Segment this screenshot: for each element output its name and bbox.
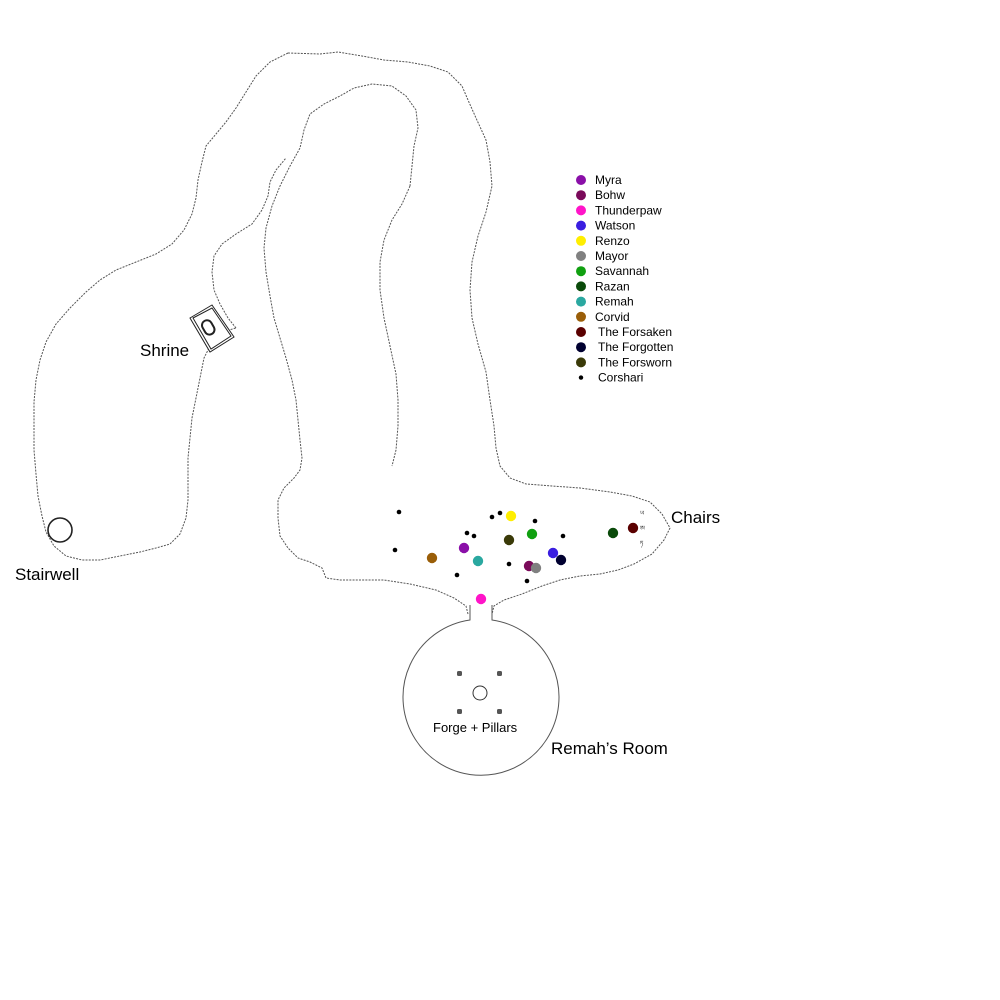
token-the-forsaken [627,522,639,534]
legend-item-myra: Myra [576,173,622,187]
legend-label: Thunderpaw [595,203,662,217]
legend-label: Razan [595,279,630,293]
legend-swatch [576,296,586,307]
token-mayor [530,562,542,574]
legend-item-corvid: Corvid [576,310,630,324]
token-the-forgotten [555,554,567,566]
legend-item-savannah: Savannah [576,264,649,278]
legend-label: Renzo [595,234,630,248]
legend-label: Remah [595,295,634,309]
token-corvid [426,552,438,564]
shrine-label: Shrine [140,341,189,360]
chair-marker: ཨ [640,525,645,532]
character-tokens [392,509,639,605]
token-corshari [396,509,402,515]
legend-item-the-forsaken: The Forsaken [576,325,672,339]
legend-label: The Forsworn [598,355,672,369]
pillar-marker [497,709,502,714]
legend-item-thunderpaw: Thunderpaw [576,203,662,217]
legend-label: Watson [595,219,635,233]
cave-outline-shrine-nook [211,157,287,329]
legend-swatch [576,190,586,201]
legend-label: The Forgotten [598,340,673,354]
legend-item-watson: Watson [576,219,635,233]
token-corshari [506,561,512,567]
stairwell-label: Stairwell [15,565,79,584]
stairwell-marker [47,517,73,543]
legend-swatch [576,266,586,277]
legend-item-remah: Remah [576,295,634,309]
token-corshari [454,572,460,578]
legend-item-razan: Razan [576,279,630,293]
legend-label: Corshari [598,371,643,385]
token-watson [547,547,559,559]
cave-outline-inner [379,185,411,467]
legend-swatch [576,311,586,322]
token-corshari [560,533,566,539]
legend-swatch [576,175,586,185]
token-renzo [505,510,517,522]
legend-swatch [576,220,586,231]
legend-swatch [576,357,586,368]
chair-marker: ཡ [640,510,645,517]
chair-marker: ཏ [640,540,644,548]
remahs-room-label: Remah’s Room [551,739,668,758]
legend-label: Savannah [595,264,649,278]
legend-item-the-forgotten: The Forgotten [576,340,673,354]
shrine [189,304,235,353]
pillar-marker [497,671,502,676]
legend-swatch [576,235,586,246]
remahs-room [402,605,560,776]
token-corshari [464,530,470,536]
forge-label: Forge + Pillars [433,720,518,735]
legend-swatch [576,281,586,292]
token-razan [607,527,619,539]
token-thunderpaw [475,593,487,605]
token-corshari [497,510,503,516]
token-corshari [524,578,530,584]
legend-label: Bohw [595,188,625,202]
legend-swatch [576,205,586,216]
token-corshari [532,518,538,524]
chairs-label: Chairs [671,508,720,527]
legend-item-corshari: Corshari [578,371,643,385]
legend-label: Mayor [595,249,628,263]
legend-item-the-forsworn: The Forsworn [576,355,672,369]
legend-item-mayor: Mayor [576,249,628,263]
cave-outline-lower [263,83,469,615]
token-corshari [392,547,398,553]
legend: MyraBohwThunderpawWatsonRenzoMayorSavann… [576,173,673,385]
legend-label: Corvid [595,310,630,324]
legend-swatch [578,375,584,380]
token-the-forsworn [503,534,515,546]
legend-swatch [576,327,586,337]
legend-item-bohw: Bohw [576,188,625,202]
pillar-marker [457,709,462,714]
legend-label: The Forsaken [598,325,672,339]
legend-swatch [576,342,586,353]
token-corshari [471,533,477,539]
legend-item-renzo: Renzo [576,234,630,248]
legend-label: Myra [595,173,622,187]
token-remah [472,555,484,567]
cave-outline-west [33,52,289,561]
legend-swatch [576,251,586,261]
token-corshari [489,514,495,520]
token-myra [458,542,470,554]
token-savannah [526,528,538,540]
pillar-marker [457,671,462,676]
forge-marker [472,685,488,701]
